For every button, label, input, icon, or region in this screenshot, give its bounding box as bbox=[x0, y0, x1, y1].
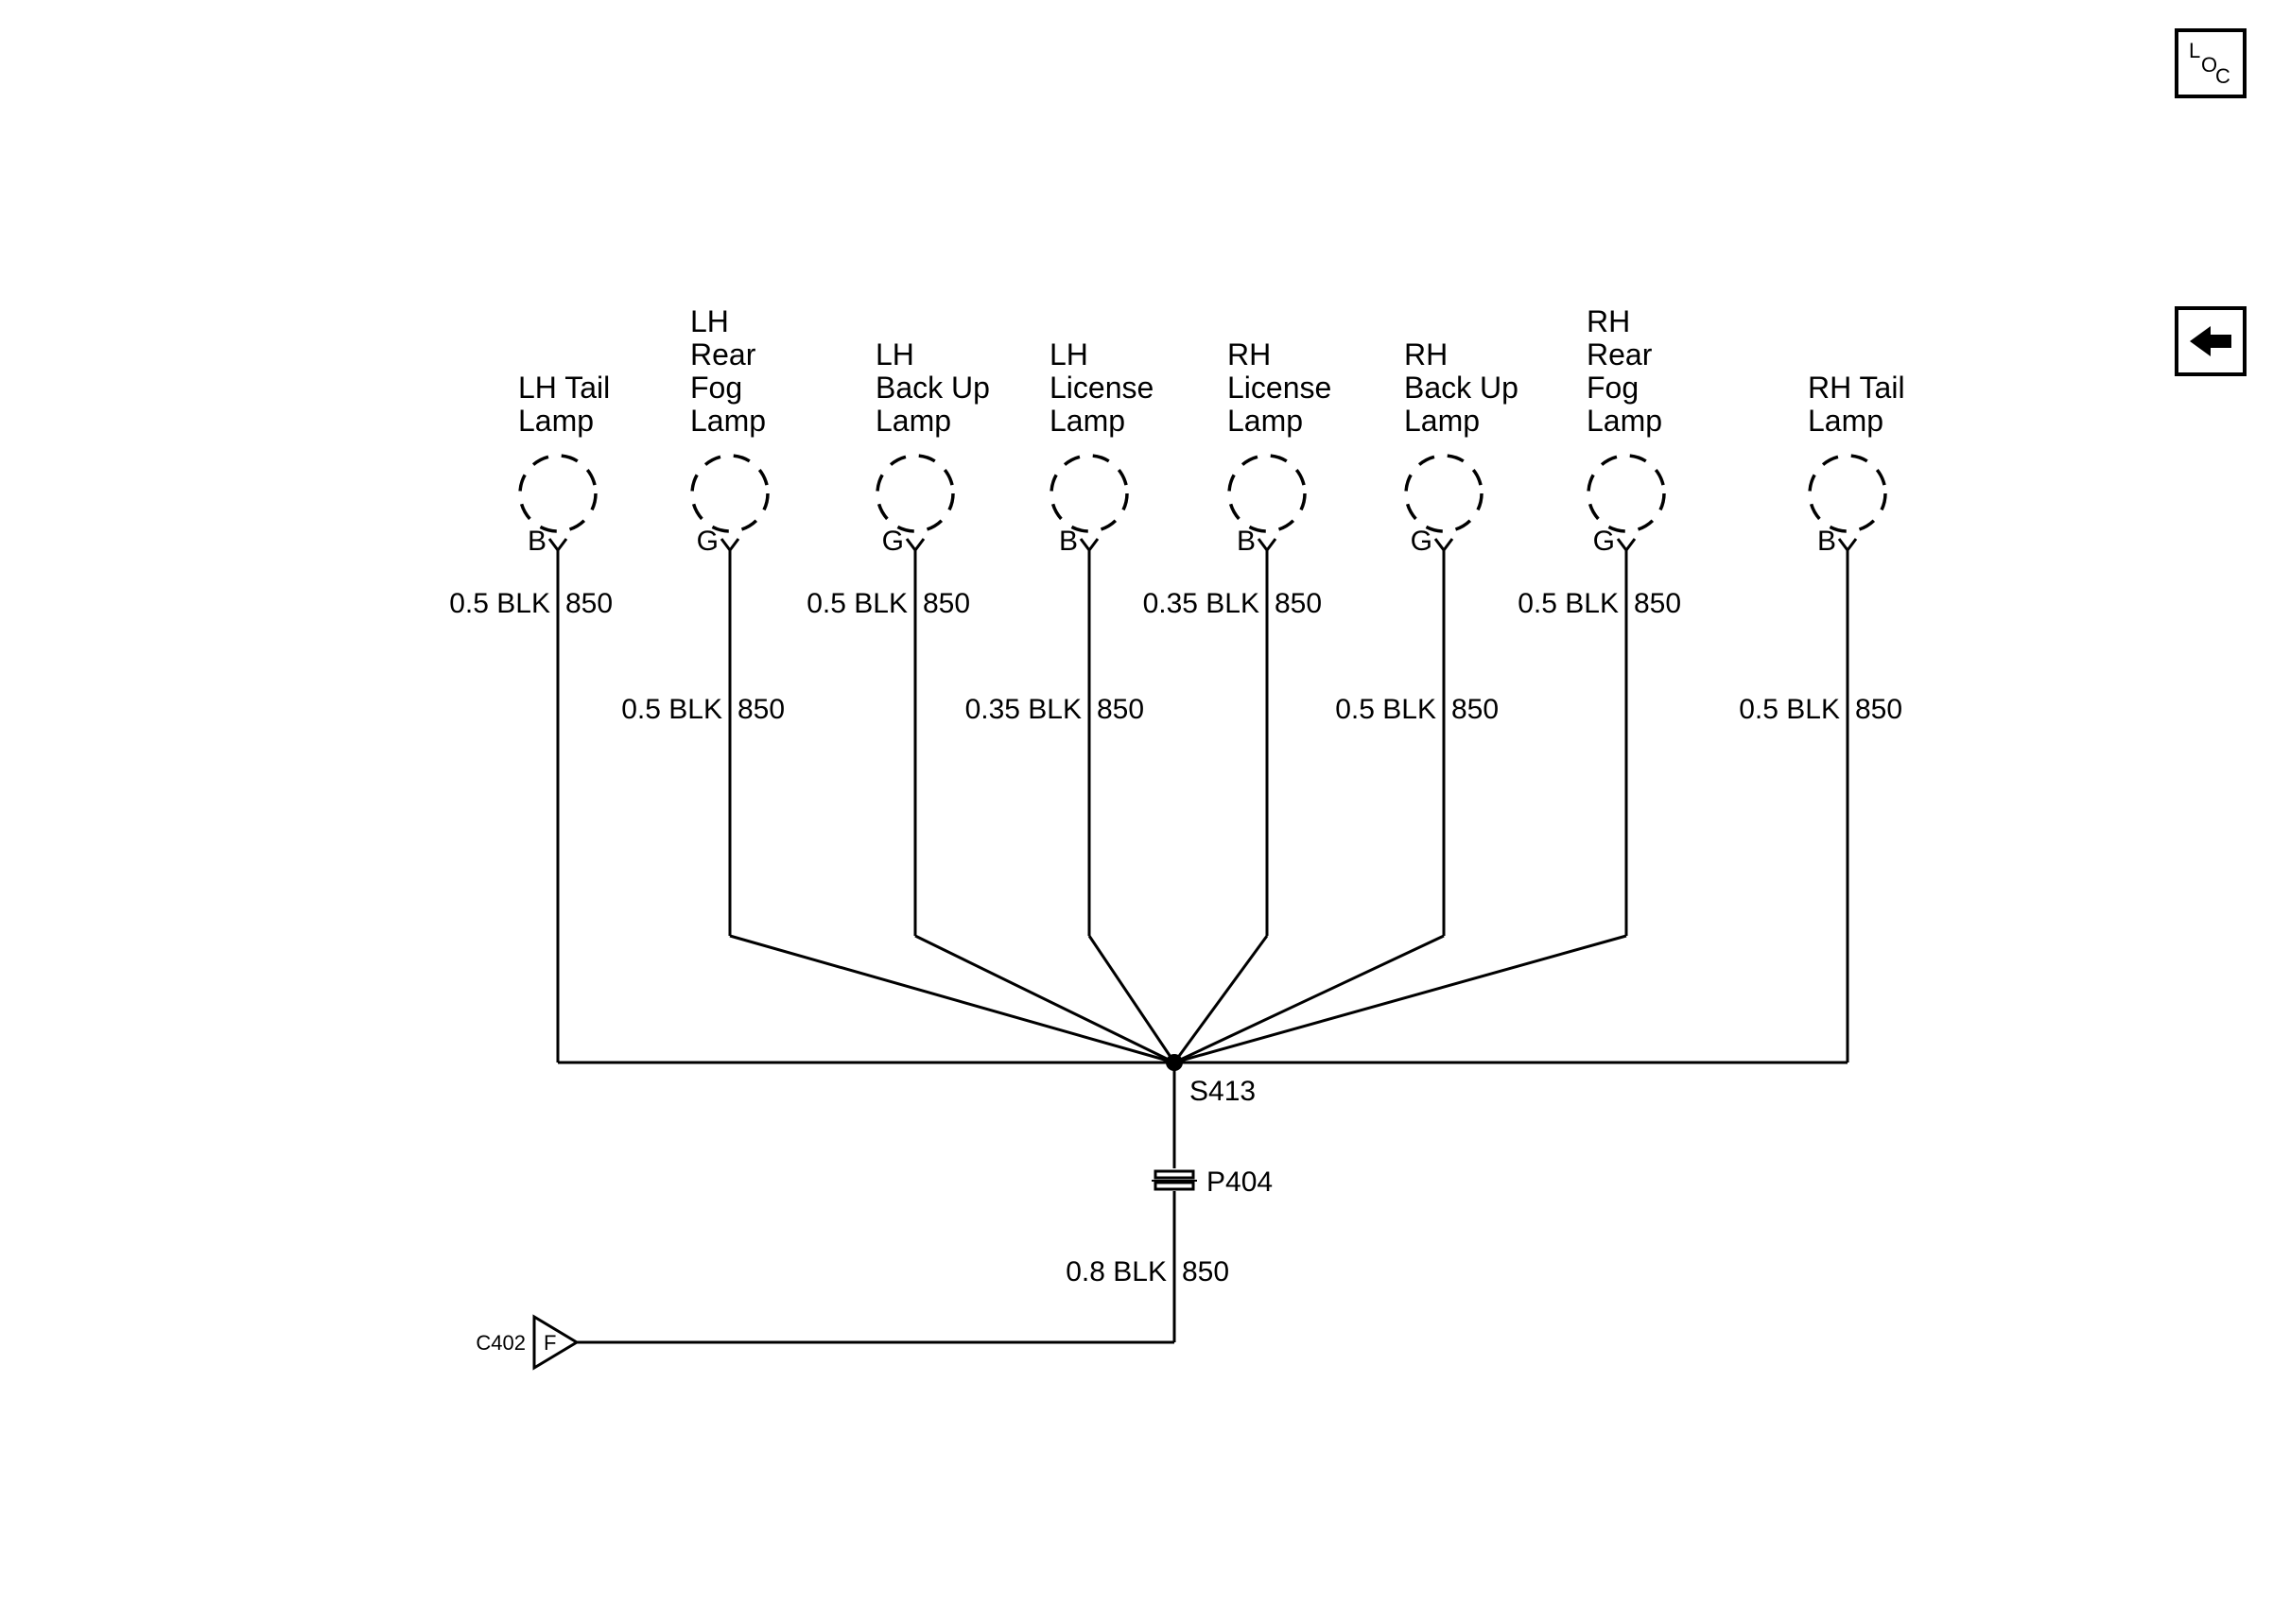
wire-circuit: 850 bbox=[923, 588, 970, 619]
terminal-icon bbox=[1257, 538, 1277, 553]
connector-name: C402 bbox=[476, 1331, 526, 1355]
wire-7: 0.5 BLK 850 bbox=[1173, 550, 1681, 1064]
wire-circuit: 850 bbox=[1275, 588, 1322, 619]
lamp-label-line: Rear bbox=[1587, 337, 1653, 371]
lamp-label-line: RH bbox=[1587, 304, 1630, 338]
ground-wire-size-color: 0.8 BLK bbox=[1066, 1256, 1167, 1287]
wire-circuit: 850 bbox=[565, 588, 613, 619]
lamp-label-line: LH Tail bbox=[518, 371, 610, 405]
lamp-label-line: Back Up bbox=[1404, 371, 1518, 405]
lamp-pin-label: B bbox=[528, 526, 547, 557]
lamp-label-line: Fog bbox=[1587, 371, 1639, 405]
wire-size-color: 0.5 BLK bbox=[1739, 694, 1840, 725]
terminal-icon bbox=[1616, 538, 1637, 553]
passthrough-label: P404 bbox=[1206, 1166, 1273, 1198]
wire-size-color: 0.5 BLK bbox=[449, 588, 550, 619]
connector-pin: F bbox=[544, 1331, 556, 1355]
lamp-label-line: Lamp bbox=[1587, 404, 1662, 438]
ground-wire-circuit: 850 bbox=[1182, 1256, 1229, 1287]
back-button[interactable] bbox=[2175, 306, 2247, 376]
lamp-pin-label: B bbox=[1059, 526, 1078, 557]
terminal-icon bbox=[1837, 538, 1858, 553]
lamp-label-line: RH bbox=[1404, 337, 1448, 371]
wire-3: 0.5 BLK 850 bbox=[807, 550, 1175, 1064]
wire-2: 0.5 BLK 850 bbox=[621, 550, 1175, 1064]
wire-size-color: 0.35 BLK bbox=[965, 694, 1082, 725]
wire-circuit: 850 bbox=[1097, 694, 1144, 725]
lamp-bulb-icon bbox=[1227, 454, 1307, 533]
loc-button[interactable]: L O C bbox=[2175, 28, 2247, 98]
lamp-label-line: LH bbox=[690, 304, 729, 338]
wire-circuit: 850 bbox=[1634, 588, 1681, 619]
wire-8: 0.5 BLK 850 bbox=[1174, 550, 1902, 1064]
lamp-label-line: Lamp bbox=[518, 404, 594, 438]
lamp-label-line: LH bbox=[1050, 337, 1088, 371]
wire-size-color: 0.5 BLK bbox=[807, 588, 908, 619]
terminal-icon bbox=[1079, 538, 1100, 553]
lamp-label-line: Lamp bbox=[1404, 404, 1480, 438]
lamp-pin-label: G bbox=[697, 526, 719, 557]
lamp-label-line: Fog bbox=[690, 371, 742, 405]
terminal-icon bbox=[1433, 538, 1454, 553]
lamp-pin-label: B bbox=[1237, 526, 1256, 557]
lamp-bulb-icon bbox=[518, 454, 598, 533]
lamp-label-line: LH bbox=[876, 337, 914, 371]
lamp-bulb-icon bbox=[1808, 454, 1887, 533]
lamp-pin-label: G bbox=[1593, 526, 1615, 557]
lamp-bulb-icon bbox=[1050, 454, 1129, 533]
lamp-pin-label: G bbox=[882, 526, 904, 557]
loc-c: C bbox=[2215, 64, 2230, 88]
loc-l: L bbox=[2189, 39, 2200, 62]
splice-label: S413 bbox=[1189, 1076, 1256, 1107]
lamp-label-line: Lamp bbox=[1227, 404, 1303, 438]
wire-size-color: 0.5 BLK bbox=[1518, 588, 1619, 619]
wire-circuit: 850 bbox=[1855, 694, 1902, 725]
lamp-label-line: Lamp bbox=[1050, 404, 1125, 438]
wire-size-color: 0.5 BLK bbox=[621, 694, 722, 725]
lamp-label-line: Lamp bbox=[1808, 404, 1883, 438]
wire-1: 0.5 BLK 850 bbox=[449, 550, 1174, 1064]
wire-5: 0.35 BLK 850 bbox=[1143, 550, 1322, 1063]
lamp-label-line: Back Up bbox=[876, 371, 990, 405]
ground-bus: 0.5 BLK 850 0.5 BLK 850 0.5 BLK 850 0.35 BLK 85… bbox=[449, 550, 1902, 1064]
lamp-label-line: RH bbox=[1227, 337, 1271, 371]
lamp-pin-label: G bbox=[1411, 526, 1432, 557]
lamp-pin-label: B bbox=[1817, 526, 1836, 557]
lamp-bulb-icon bbox=[876, 454, 955, 533]
lamp-label-line: License bbox=[1050, 371, 1154, 405]
connector-c402-icon bbox=[532, 1314, 580, 1371]
passthrough-p404-icon bbox=[1152, 1169, 1197, 1191]
terminal-icon bbox=[547, 538, 568, 553]
wire-6: 0.5 BLK 850 bbox=[1173, 550, 1499, 1064]
terminal-icon bbox=[905, 538, 926, 553]
lamp-bulb-icon bbox=[690, 454, 770, 533]
wire-circuit: 850 bbox=[737, 694, 785, 725]
wire-4: 0.35 BLK 850 bbox=[965, 550, 1176, 1063]
lamp-label-line: License bbox=[1227, 371, 1331, 405]
lamp-label-line: Lamp bbox=[690, 404, 766, 438]
loc-o: O bbox=[2201, 53, 2217, 77]
lamp-bulb-icon bbox=[1587, 454, 1666, 533]
lamp-label-line: Rear bbox=[690, 337, 756, 371]
wire-size-color: 0.5 BLK bbox=[1335, 694, 1436, 725]
lamp-label-line: Lamp bbox=[876, 404, 951, 438]
wire-size-color: 0.35 BLK bbox=[1143, 588, 1259, 619]
lamp-label-line: RH Tail bbox=[1808, 371, 1905, 405]
terminal-icon bbox=[720, 538, 740, 553]
lamp-bulb-icon bbox=[1404, 454, 1484, 533]
back-arrow-icon bbox=[2190, 326, 2231, 356]
wire-circuit: 850 bbox=[1451, 694, 1499, 725]
